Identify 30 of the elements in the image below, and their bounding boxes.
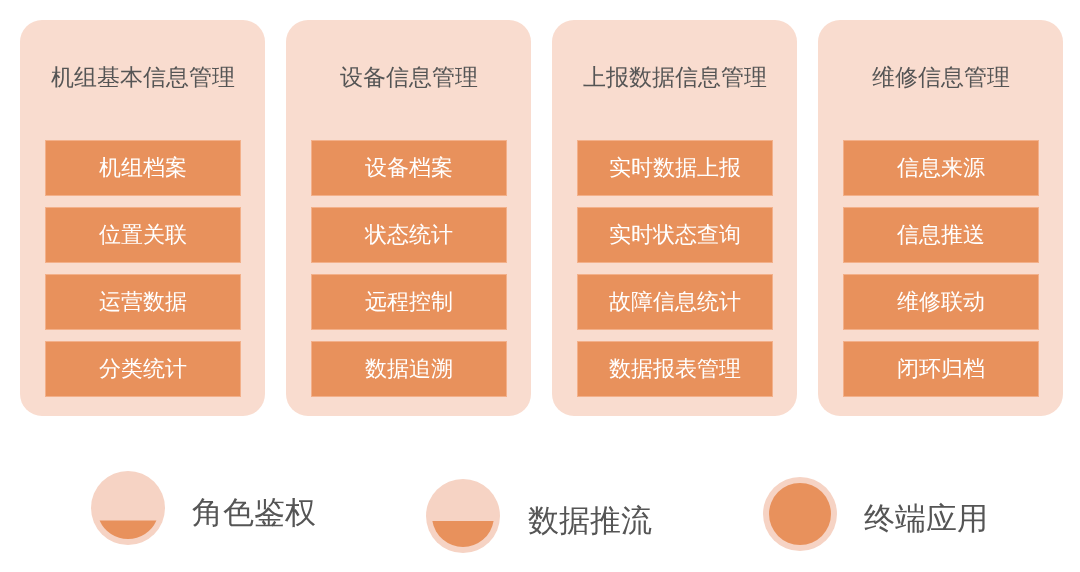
feature-box: 运营数据 <box>45 274 241 330</box>
icon-caption: 终端应用 <box>864 499 988 538</box>
feature-box: 远程控制 <box>311 274 507 330</box>
feature-box: 信息来源 <box>843 140 1039 196</box>
circle-icon <box>426 479 500 553</box>
feature-box: 数据报表管理 <box>577 341 773 397</box>
feature-box: 故障信息统计 <box>577 274 773 330</box>
feature-box: 状态统计 <box>311 207 507 263</box>
circle-icon <box>91 471 165 545</box>
feature-box: 分类统计 <box>45 341 241 397</box>
feature-box: 实时数据上报 <box>577 140 773 196</box>
feature-box: 实时状态查询 <box>577 207 773 263</box>
category-panel <box>552 20 797 416</box>
category-panel <box>818 20 1063 416</box>
category-panel <box>286 20 531 416</box>
feature-box: 位置关联 <box>45 207 241 263</box>
icon-caption: 角色鉴权 <box>192 493 316 532</box>
feature-box: 信息推送 <box>843 207 1039 263</box>
feature-box: 设备档案 <box>311 140 507 196</box>
icon-caption: 数据推流 <box>528 501 652 540</box>
feature-box: 机组档案 <box>45 140 241 196</box>
feature-box: 闭环归档 <box>843 341 1039 397</box>
feature-box: 数据追溯 <box>311 341 507 397</box>
category-panel <box>20 20 265 416</box>
panel-heading: 机组基本信息管理 <box>49 63 236 92</box>
panel-heading: 设备信息管理 <box>338 63 479 92</box>
panel-heading: 维修信息管理 <box>870 63 1011 92</box>
panel-heading: 上报数据信息管理 <box>581 63 768 92</box>
feature-box: 维修联动 <box>843 274 1039 330</box>
circle-icon <box>763 477 837 551</box>
